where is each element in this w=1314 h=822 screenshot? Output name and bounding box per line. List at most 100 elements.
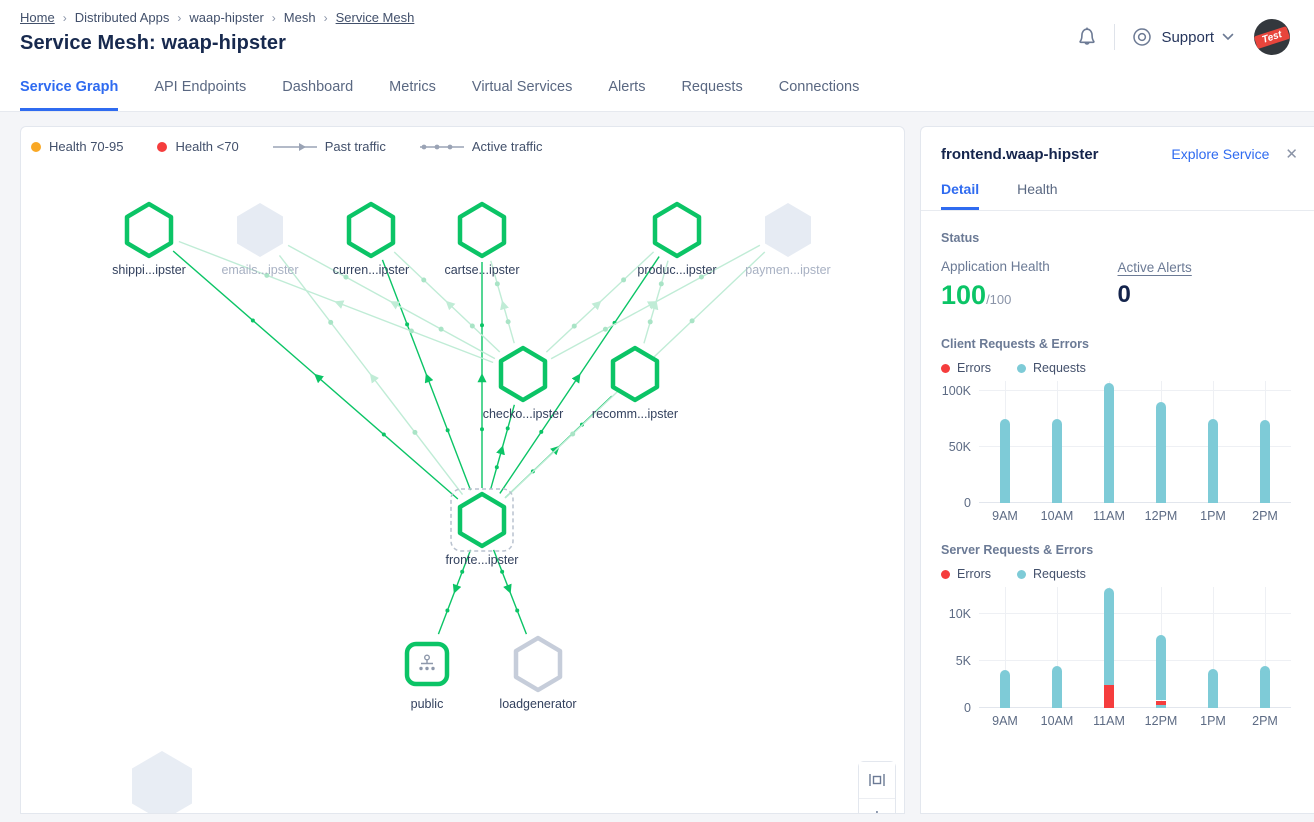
graph-node-label: emails...ipster	[221, 263, 298, 277]
graph-edge-frontend-payment	[504, 251, 766, 499]
graph-node-label: loadgenerator	[499, 697, 576, 711]
page-header: Home›Distributed Apps›waap-hipster›Mesh›…	[0, 0, 1314, 67]
legend-label: Health 70-95	[49, 139, 124, 154]
close-panel-button[interactable]: ✕	[1285, 145, 1298, 163]
graph-edge-checkout-shipping	[178, 240, 494, 364]
bar-12pm	[1156, 587, 1166, 708]
graph-node-label: fronte...ipster	[446, 553, 519, 567]
support-menu-button[interactable]: Support	[1131, 26, 1234, 48]
bar-10am	[1052, 587, 1062, 708]
graph-node-cartservice[interactable]: cartse...ipster	[444, 201, 520, 277]
graph-node-shipping[interactable]: shippi...ipster	[112, 201, 186, 277]
application-health-label: Application Health	[941, 259, 1050, 274]
breadcrumb: Home›Distributed Apps›waap-hipster›Mesh›…	[20, 10, 414, 25]
active-traffic-line-icon	[419, 144, 464, 149]
x-axis-tick: 10AM	[1040, 714, 1074, 728]
fit-to-screen-button[interactable]	[859, 762, 895, 798]
requests-dot-icon	[1017, 363, 1027, 373]
legend-item: Active traffic	[419, 139, 542, 154]
sitemap-icon	[419, 654, 435, 671]
past-traffic-line-icon	[272, 142, 317, 151]
graph-node-payment[interactable]: paymen...ipster	[745, 203, 831, 277]
y-axis-tick: 0	[964, 496, 971, 510]
x-axis-tick: 1PM	[1200, 714, 1226, 728]
breadcrumb-item-home[interactable]: Home	[20, 10, 55, 25]
legend-label: Health <70	[175, 139, 239, 154]
tab-service-graph[interactable]: Service Graph	[20, 67, 119, 111]
client-chart-plot	[979, 381, 1291, 503]
detail-panel-tabs: Detail Health	[921, 167, 1314, 211]
graph-node-label: public	[411, 697, 444, 711]
tab-metrics[interactable]: Metrics	[389, 79, 436, 95]
breadcrumb-separator: ›	[271, 10, 276, 25]
tab-api-endpoints[interactable]: API Endpoints	[154, 79, 247, 95]
y-axis-tick: 5K	[955, 654, 971, 668]
x-axis-tick: 9AM	[992, 714, 1018, 728]
tab-virtual-services[interactable]: Virtual Services	[471, 79, 573, 95]
breadcrumb-item-mesh: Mesh	[283, 10, 316, 25]
graph-edge-checkout-cartservice	[490, 260, 515, 344]
red-dot-icon	[157, 141, 168, 152]
graph-node-loadgenerator[interactable]: loadgenerator	[499, 635, 577, 711]
active-alerts-label[interactable]: Active Alerts	[1117, 260, 1192, 275]
bar-12pm	[1156, 381, 1166, 503]
bar-1pm	[1208, 381, 1218, 503]
breadcrumb-item-distributed-apps: Distributed Apps	[74, 10, 170, 25]
tab-alerts[interactable]: Alerts	[608, 79, 646, 95]
service-graph-panel: Health 70-95 Health <70 Past traffic Active…	[20, 126, 905, 814]
graph-edge-frontend-public	[437, 549, 472, 635]
bar-9am	[1000, 587, 1010, 708]
x-axis-tick: 2PM	[1252, 509, 1278, 523]
zoom-in-button[interactable]: +	[859, 798, 895, 814]
plus-icon: +	[871, 807, 883, 814]
graph-edge-recommendation-product	[643, 260, 669, 344]
notifications-bell-button[interactable]	[1076, 25, 1098, 49]
graph-node-emails[interactable]: emails...ipster	[221, 203, 299, 277]
tab-requests[interactable]: Requests	[681, 79, 743, 95]
graph-node-recommendation[interactable]: recomm...ipster	[592, 345, 678, 421]
close-icon: ✕	[1285, 146, 1298, 163]
server-chart-title: Server Requests & Errors	[941, 543, 1094, 557]
application-health-value: 100	[941, 280, 987, 310]
detail-tab-detail[interactable]: Detail	[941, 167, 980, 210]
bar-2pm	[1260, 381, 1270, 503]
breadcrumb-item-service-mesh[interactable]: Service Mesh	[335, 10, 415, 25]
fit-to-screen-icon	[869, 774, 885, 786]
graph-legend: Health 70-95 Health <70 Past traffic Active…	[31, 139, 542, 154]
explore-service-link[interactable]: Explore Service	[1171, 146, 1270, 162]
chart-legend-errors: Errors	[941, 361, 991, 375]
tab-dashboard[interactable]: Dashboard	[282, 79, 354, 95]
legend-label: Past traffic	[324, 139, 386, 154]
client-chart-title: Client Requests & Errors	[941, 337, 1089, 351]
legend-item: Past traffic	[272, 139, 386, 154]
graph-node-checkout[interactable]: checko...ipster	[483, 345, 564, 421]
graph-node-frontend[interactable]: fronte...ipster	[446, 488, 519, 567]
bar-11am	[1104, 381, 1114, 503]
graph-node-currency[interactable]: curren...ipster	[333, 201, 409, 277]
graph-edge-frontend-shipping	[172, 250, 459, 500]
breadcrumb-item-waap-hipster: waap-hipster	[189, 10, 264, 25]
graph-node-label: paymen...ipster	[745, 263, 830, 277]
tab-connections[interactable]: Connections	[778, 79, 860, 95]
user-avatar[interactable]: Test	[1254, 19, 1290, 55]
graph-node-label: recomm...ipster	[592, 407, 678, 421]
graph-node-label: curren...ipster	[333, 263, 409, 277]
graph-edge-frontend-cartservice	[477, 262, 487, 488]
graph-node-public[interactable]: public	[404, 641, 450, 711]
graph-node-product[interactable]: produc...ipster	[637, 201, 717, 277]
bar-9am	[1000, 381, 1010, 503]
orange-dot-icon	[31, 141, 41, 152]
service-detail-panel: frontend.waap-hipster Explore Service ✕ …	[920, 126, 1314, 814]
errors-dot-icon	[941, 363, 950, 373]
service-graph-canvas[interactable]: shippi...ipster emails...ipster curren...i…	[21, 127, 904, 813]
bar-10am	[1052, 381, 1062, 503]
x-axis-tick: 11AM	[1093, 714, 1125, 728]
x-axis-tick: 1PM	[1200, 509, 1226, 523]
detail-tab-health[interactable]: Health	[1017, 181, 1058, 197]
graph-node-label: cartse...ipster	[444, 263, 519, 277]
graph-node-label: produc...ipster	[637, 263, 716, 277]
